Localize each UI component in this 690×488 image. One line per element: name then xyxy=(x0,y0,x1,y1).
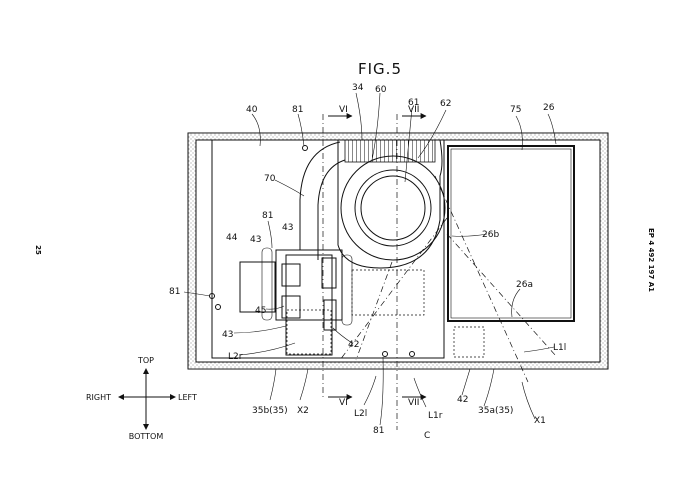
label-42-b: 42 xyxy=(457,395,468,405)
label-section-VII-top: VII xyxy=(408,105,419,115)
screw-holes xyxy=(209,145,415,357)
label-61: 61 xyxy=(408,98,419,108)
patent-number: EP 4 492 197 A1 xyxy=(647,228,655,292)
label-43-c: 43 xyxy=(222,330,233,340)
label-L1r: L1r xyxy=(428,411,443,421)
processor-module xyxy=(239,247,353,356)
heat-pipe xyxy=(299,141,346,260)
label-section-VI-top: VI xyxy=(339,105,348,115)
label-26a: 26a xyxy=(516,280,533,290)
label-C: C xyxy=(424,431,430,441)
label-81-left: 81 xyxy=(169,287,180,297)
cooling-fan xyxy=(337,139,446,269)
label-45: 45 xyxy=(255,306,266,316)
label-L2l: L2l xyxy=(354,409,367,419)
label-26: 26 xyxy=(543,103,555,113)
circuit-board xyxy=(211,139,445,359)
housing xyxy=(187,132,609,370)
label-L1l: L1l xyxy=(553,343,566,353)
figure-title: FIG.5 xyxy=(358,60,402,78)
chip-components xyxy=(351,269,485,358)
label-42-a: 42 xyxy=(348,340,359,350)
label-81-bottom: 81 xyxy=(373,426,384,436)
label-section-VII-bottom: VII xyxy=(408,398,419,408)
label-35a: 35a(35) xyxy=(478,406,513,416)
label-81-top: 81 xyxy=(292,105,303,115)
label-62: 62 xyxy=(440,99,451,109)
label-44: 44 xyxy=(226,233,238,243)
label-40: 40 xyxy=(246,105,258,115)
label-43-a: 43 xyxy=(282,223,293,233)
page-number: 25 xyxy=(34,245,42,255)
label-26b: 26b xyxy=(482,230,499,240)
label-70: 70 xyxy=(264,174,276,184)
label-L2r: L2r xyxy=(228,352,243,362)
label-section-VI-bottom: VI xyxy=(339,398,348,408)
battery xyxy=(447,145,575,322)
label-60: 60 xyxy=(375,85,387,95)
compass-left-label: LEFT xyxy=(178,393,197,402)
compass-top-label: TOP xyxy=(137,356,154,365)
sight-lines xyxy=(339,175,557,383)
label-75: 75 xyxy=(510,105,521,115)
leader-lines xyxy=(183,92,557,426)
label-81-mid: 81 xyxy=(262,211,273,221)
label-34: 34 xyxy=(352,83,364,93)
section-lines xyxy=(322,113,427,430)
label-X2: X2 xyxy=(297,406,309,416)
compass-right-label: RIGHT xyxy=(86,393,111,402)
label-43-b: 43 xyxy=(250,235,261,245)
compass-bottom-label: BOTTOM xyxy=(129,432,164,441)
label-X1: X1 xyxy=(534,416,546,426)
label-35b: 35b(35) xyxy=(252,406,288,416)
orientation-compass: TOP BOTTOM RIGHT LEFT xyxy=(86,356,197,441)
